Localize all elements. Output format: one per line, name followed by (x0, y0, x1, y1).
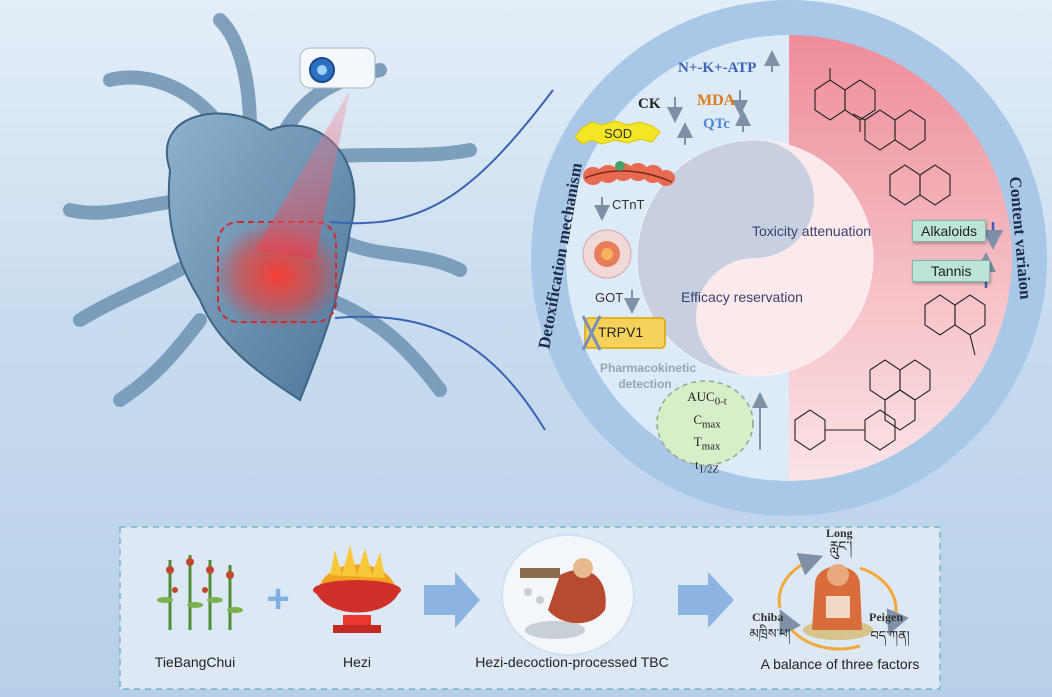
long-tibetan-script: རླུང་། (830, 539, 853, 560)
hezi-bowl-icon (313, 545, 401, 633)
plus-icon: + (266, 577, 289, 621)
sod-burst (574, 120, 661, 145)
connector-upper (329, 89, 554, 225)
projector-icon (299, 47, 376, 89)
pk-cloud (656, 380, 754, 466)
tmax-param: Tmax (693, 434, 721, 453)
flow-arrow-1 (424, 572, 480, 628)
toxicity-attenuation-label: Toxicity attenuation (752, 223, 872, 239)
peigen-tibetan-script: བད་ཀན། (870, 629, 909, 647)
efficacy-reservation-label: Efficacy reservation (681, 289, 803, 305)
trpv1-marker: TRPV1 (598, 324, 644, 340)
chemical-structures (794, 68, 986, 451)
trpv1-box (581, 315, 666, 351)
cmax-param: Cmax (693, 411, 721, 431)
mechanism-circle (531, 0, 1047, 516)
atp-marker: N+-K+-ATP (678, 60, 757, 76)
chiba-tibetan-script: མཁྲིས་པ། (750, 624, 791, 645)
tiebangchui-plant-icon (157, 555, 243, 630)
three-factors-caption: A balance of three factors (760, 656, 920, 672)
pk-label-line1: Pharmacokinetic (600, 361, 697, 375)
pk-label-line2: detection (618, 377, 672, 391)
ck-marker: CK (638, 96, 661, 112)
connector-lower (334, 315, 546, 431)
heart-illustration (63, 13, 477, 407)
sod-marker: SOD (604, 126, 633, 141)
processed-tbc-caption: Hezi-decoction-processed TBC (475, 654, 669, 670)
ctnt-marker: CTnT (612, 197, 645, 212)
got-marker: GOT (595, 290, 624, 305)
pk-params: AUC0-t Cmax Tmax t1/2Z (672, 388, 742, 478)
tiebangchui-caption: TieBangChui (154, 654, 236, 670)
muscle-fiber-icon (583, 161, 675, 186)
pk-label: Pharmacokinetic detection (600, 360, 697, 392)
chiba-label: Chiba (752, 610, 784, 624)
marker-arrows (594, 50, 780, 450)
auc-param: AUC0-t (687, 389, 727, 408)
processing-monk-icon (501, 534, 635, 656)
qtc-marker: QTc (703, 116, 730, 132)
hezi-caption: Hezi (342, 654, 371, 670)
mda-marker: MDA (697, 92, 736, 109)
long-label: Long (826, 526, 853, 540)
thalf-param: t1/2Z (694, 456, 720, 476)
three-factors-cycle (777, 552, 909, 651)
alkaloids-badge: Alkaloids (912, 220, 987, 242)
tannis-badge: Tannis (912, 260, 991, 282)
flow-arrow-2 (678, 572, 734, 628)
nanoparticle-icon (582, 229, 632, 279)
peigen-label: Peigen (869, 610, 903, 624)
